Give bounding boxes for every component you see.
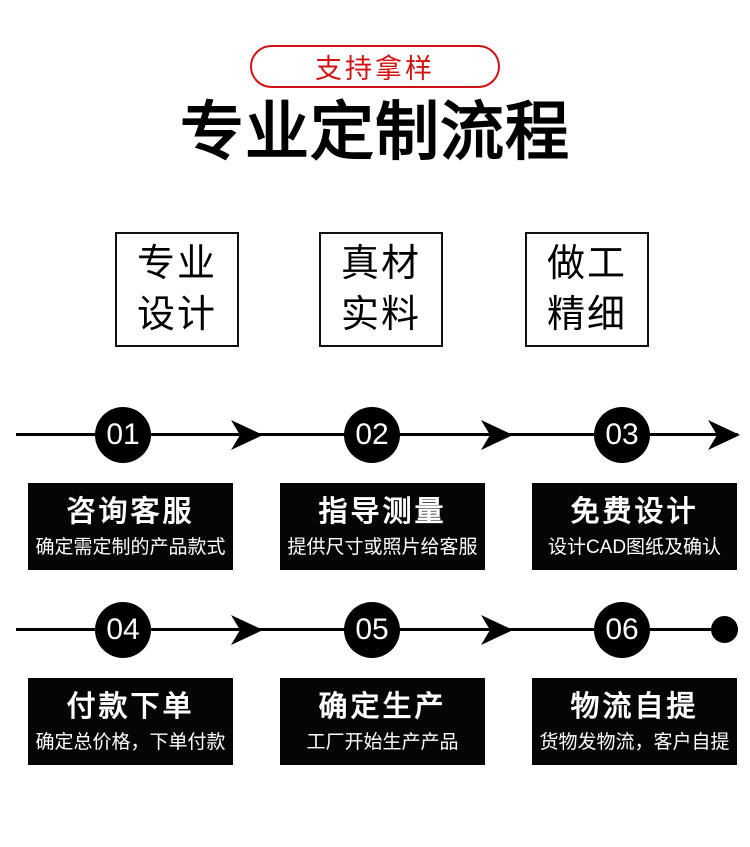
- step-number-circle: 06: [594, 602, 650, 658]
- step-number: 06: [605, 613, 639, 646]
- flow-end-dot: [711, 616, 738, 643]
- step-number-circle: 04: [95, 602, 151, 658]
- process-flow-row-2: 04 05 06: [0, 602, 750, 658]
- sample-support-label: 支持拿样: [315, 54, 435, 84]
- feature-line: 设计: [136, 293, 217, 336]
- page-title: 专业定制流程: [180, 96, 570, 168]
- step-number: 05: [355, 613, 389, 646]
- step-number: 02: [355, 418, 389, 451]
- feature-line: 专业: [136, 242, 217, 285]
- step-title: 确定生产: [318, 691, 447, 723]
- step-description: 确定需定制的产品款式: [35, 537, 226, 558]
- feature-box-material: 真材 实料: [319, 232, 443, 347]
- sample-support-badge: 支持拿样: [250, 45, 500, 88]
- step-number: 04: [106, 613, 140, 646]
- step-number-circle: 02: [344, 407, 400, 463]
- step-title: 咨询客服: [66, 496, 195, 528]
- process-steps-row-2: 付款下单 确定总价格，下单付款 确定生产 工厂开始生产产品 物流自提 货物发物流…: [0, 678, 750, 765]
- step-description: 提供尺寸或照片给客服: [287, 537, 478, 558]
- feature-line: 做工: [546, 242, 627, 285]
- step-card: 免费设计 设计CAD图纸及确认: [532, 483, 737, 570]
- feature-line: 精细: [546, 293, 627, 336]
- feature-line: 实料: [340, 293, 421, 336]
- step-title: 指导测量: [318, 496, 447, 528]
- step-number: 03: [605, 418, 639, 451]
- step-title: 免费设计: [570, 496, 699, 528]
- step-card: 咨询客服 确定需定制的产品款式: [28, 483, 233, 570]
- step-card: 物流自提 货物发物流，客户自提: [532, 678, 737, 765]
- step-number-circle: 03: [594, 407, 650, 463]
- process-steps-row-1: 咨询客服 确定需定制的产品款式 指导测量 提供尺寸或照片给客服 免费设计 设计C…: [0, 483, 750, 570]
- step-description: 设计CAD图纸及确认: [547, 537, 722, 558]
- step-description: 货物发物流，客户自提: [539, 732, 730, 753]
- step-card: 指导测量 提供尺寸或照片给客服: [280, 483, 485, 570]
- step-card: 付款下单 确定总价格，下单付款: [28, 678, 233, 765]
- step-title: 付款下单: [66, 691, 195, 723]
- step-card: 确定生产 工厂开始生产产品: [280, 678, 485, 765]
- feature-box-design: 专业 设计: [115, 232, 239, 347]
- step-number: 01: [106, 418, 140, 451]
- step-description: 确定总价格，下单付款: [35, 732, 226, 753]
- step-title: 物流自提: [570, 691, 699, 723]
- step-description: 工厂开始生产产品: [306, 732, 459, 753]
- step-number-circle: 05: [344, 602, 400, 658]
- step-number-circle: 01: [95, 407, 151, 463]
- feature-box-workmanship: 做工 精细: [525, 232, 649, 347]
- feature-line: 真材: [340, 242, 421, 285]
- process-flow-row-1: 01 02 03: [0, 407, 750, 463]
